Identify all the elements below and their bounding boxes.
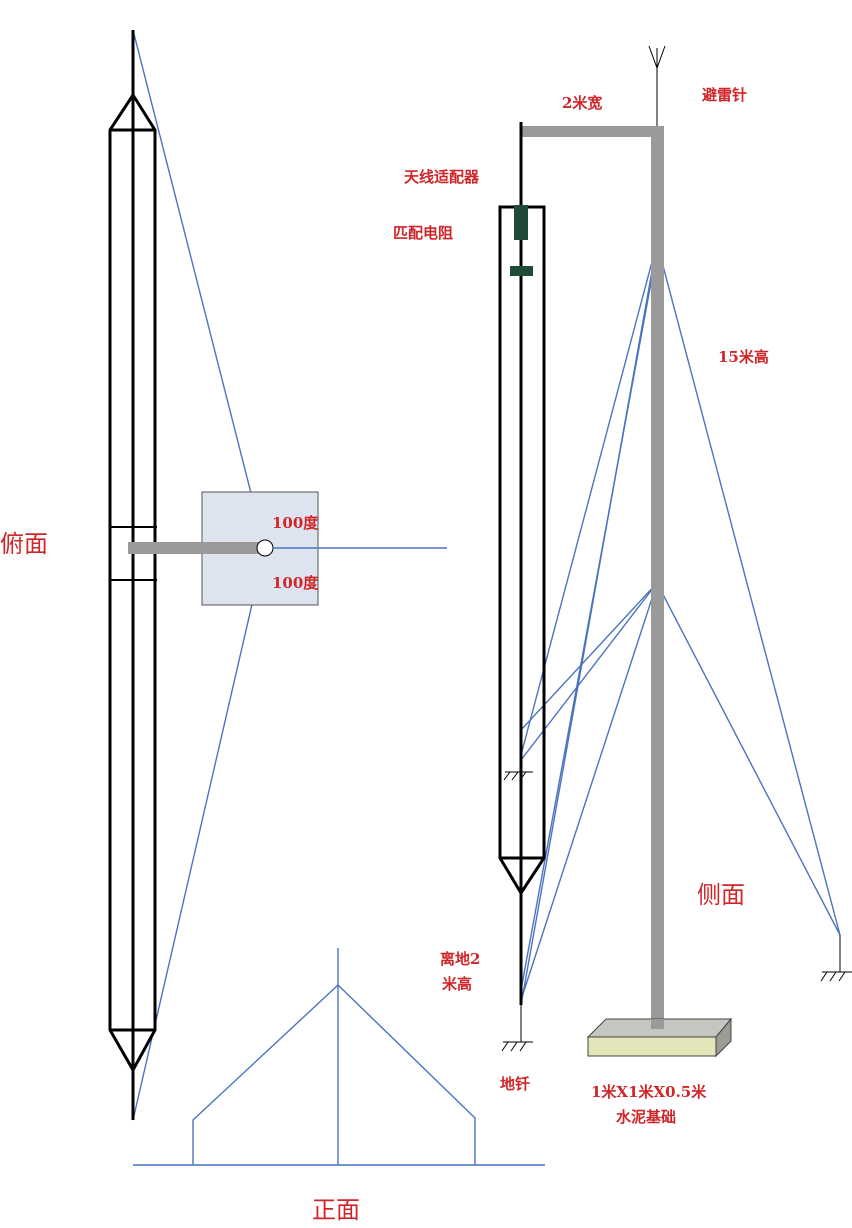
top-view-guy-wire-upper (132, 29, 266, 549)
front-view: 正面 (133, 948, 545, 1224)
foundation-size-label: 1米X1米X0.5米 (591, 1083, 707, 1101)
top-view: 100度 100度 俯面 (0, 29, 447, 1121)
front-right-element (337, 984, 476, 1165)
side-view-title: 侧面 (697, 881, 745, 909)
lightning-rod-label: 避雷针 (702, 86, 747, 104)
ground-icon (820, 935, 852, 982)
height-label-line2: 米高 (442, 975, 472, 993)
angle-lower-label: 100度 (272, 574, 319, 592)
matching-resistor-label: 匹配电阻 (393, 224, 453, 242)
adapter-block (514, 205, 528, 240)
side-guy-wires (520, 240, 841, 1006)
mast (651, 127, 664, 1029)
top-view-title: 俯面 (0, 530, 48, 558)
mast-height-label: 15米高 (718, 348, 769, 366)
antenna-adapter-label: 天线适配器 (404, 168, 480, 186)
mast-arm (522, 126, 664, 137)
concrete-foundation (586, 1017, 733, 1058)
height-label-line1: 离地2 (440, 950, 480, 968)
matching-resistor (510, 266, 533, 276)
angle-upper-label: 100度 (272, 514, 319, 532)
top-view-arm (128, 542, 265, 554)
ground-icon (503, 755, 533, 781)
ground-rod-label: 地钎 (500, 1075, 530, 1093)
ground-icon (501, 1005, 533, 1052)
mast-circle (256, 539, 274, 557)
arm-width-label: 2米宽 (562, 94, 602, 112)
antenna-element-outline (498, 205, 546, 896)
front-view-title: 正面 (312, 1196, 360, 1224)
lightning-rod-icon (648, 45, 666, 128)
foundation-label: 水泥基础 (616, 1108, 676, 1126)
front-left-element (192, 984, 339, 1165)
side-view: 2米宽 避雷针 天线适配器 匹配电阻 15米高 侧面 离地2 米高 地钎 1米X… (393, 45, 852, 1126)
